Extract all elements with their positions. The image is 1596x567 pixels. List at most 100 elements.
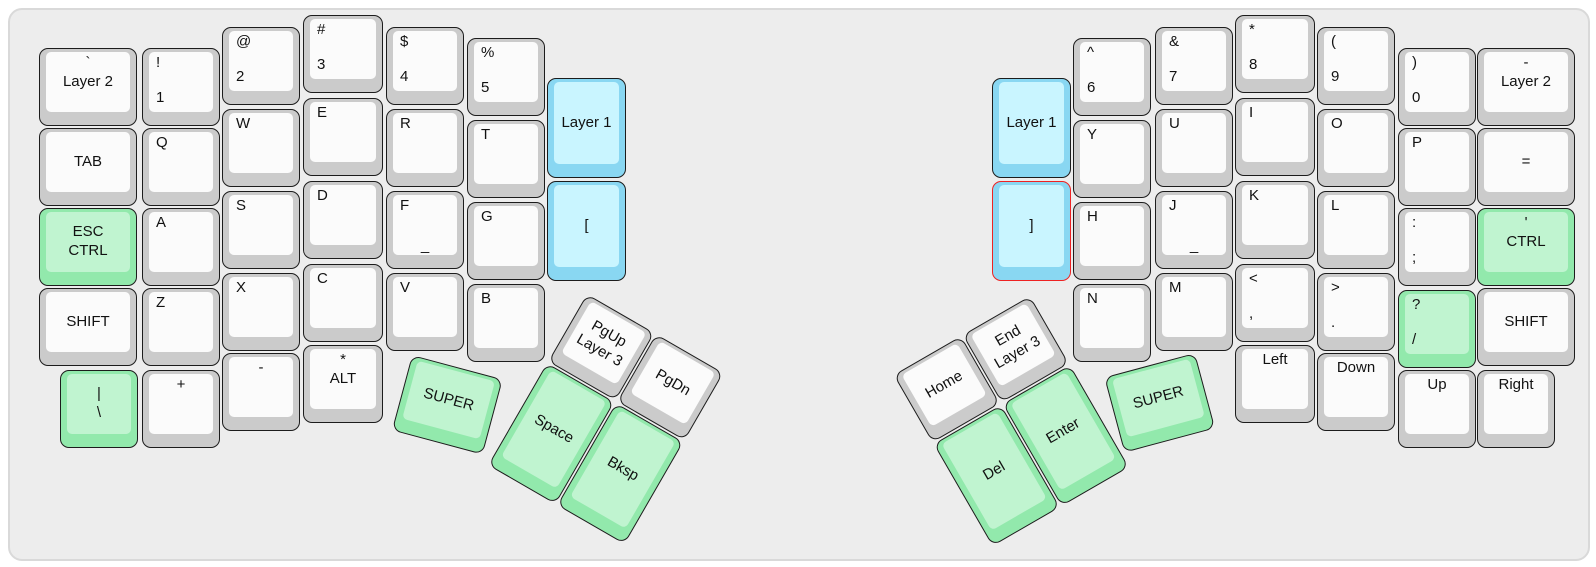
key-j[interactable]: J_ — [1155, 191, 1233, 269]
key-down[interactable]: Down — [1317, 353, 1395, 431]
key-label-slash-bl: / — [1412, 331, 1417, 349]
key-label-6-tl: ^ — [1087, 44, 1095, 61]
key-x[interactable]: X — [222, 273, 300, 351]
key-esc-ctrl[interactable]: ESC CTRL — [39, 208, 137, 286]
key-r[interactable]: R — [386, 109, 464, 187]
key-period[interactable]: >. — [1317, 273, 1395, 351]
keycap-q: Q — [149, 132, 213, 192]
key-d[interactable]: D — [303, 181, 383, 259]
key-tab[interactable]: TAB — [39, 128, 137, 206]
key-semicolon[interactable]: :; — [1398, 208, 1476, 286]
key-right[interactable]: Right — [1477, 370, 1555, 448]
keycap-semicolon: :; — [1405, 212, 1469, 272]
keycap-j: J_ — [1162, 195, 1226, 255]
key-label-w-tl: W — [236, 115, 251, 132]
key-super-right[interactable]: SUPER — [1104, 353, 1216, 453]
key-f[interactable]: F_ — [386, 191, 464, 269]
key-layer1-left[interactable]: Layer 1 — [547, 78, 626, 178]
keycap-minus: - — [229, 357, 293, 417]
key-5[interactable]: %5 — [467, 38, 545, 116]
key-shift-left[interactable]: SHIFT — [39, 288, 137, 366]
key-p[interactable]: P — [1398, 128, 1476, 206]
key-layer1-right[interactable]: Layer 1 — [992, 78, 1071, 178]
key-u[interactable]: U — [1155, 109, 1233, 187]
key-label-3-bl: 3 — [317, 56, 326, 74]
key-i[interactable]: I — [1235, 98, 1315, 176]
key-label-plus-tc: + — [176, 376, 186, 393]
key-g[interactable]: G — [467, 202, 545, 280]
key-label-right-tc: Right — [1498, 376, 1534, 393]
key-right-bracket[interactable]: ] — [992, 181, 1071, 281]
key-y[interactable]: Y — [1073, 120, 1151, 198]
key-4[interactable]: $4 — [386, 27, 464, 105]
key-b[interactable]: B — [467, 284, 545, 362]
key-layer2-right[interactable]: -Layer 2 — [1477, 48, 1575, 126]
key-e[interactable]: E — [303, 98, 383, 176]
key-0[interactable]: )0 — [1398, 48, 1476, 126]
key-7[interactable]: &7 — [1155, 27, 1233, 105]
key-label-f-bc: _ — [420, 237, 430, 255]
key-pipe-backslash[interactable]: | \ — [60, 370, 138, 448]
keycap-d: D — [310, 185, 376, 245]
key-label-z-tl: Z — [156, 294, 166, 311]
keycap-u: U — [1162, 113, 1226, 173]
key-plus[interactable]: + — [142, 370, 220, 448]
key-v[interactable]: V — [386, 273, 464, 351]
key-1[interactable]: !1 — [142, 48, 220, 126]
key-t[interactable]: T — [467, 120, 545, 198]
keycap-right-bracket: ] — [999, 185, 1064, 267]
key-super-left[interactable]: SUPER — [391, 355, 503, 455]
key-label-minus-tc: - — [258, 359, 264, 376]
key-label-layer2-left-tc: ` — [85, 54, 91, 71]
key-quote-ctrl[interactable]: 'CTRL — [1477, 208, 1575, 286]
key-equals[interactable]: = — [1477, 128, 1575, 206]
key-label-0-bl: 0 — [1412, 89, 1421, 107]
key-left-bracket[interactable]: [ — [547, 181, 626, 281]
key-label-x-tl: X — [236, 279, 247, 296]
key-label-j-tl: J — [1169, 197, 1177, 214]
keycap-y: Y — [1080, 124, 1144, 184]
key-8[interactable]: *8 — [1235, 15, 1315, 93]
key-s[interactable]: S — [222, 191, 300, 269]
keycap-left-bracket: [ — [554, 185, 619, 267]
key-label-5-tl: % — [481, 44, 495, 61]
key-label-period-bl: . — [1331, 314, 1336, 332]
key-label-star-alt-tc: * — [340, 351, 346, 368]
keycap-7: &7 — [1162, 31, 1226, 91]
keycap-s: S — [229, 195, 293, 255]
key-left[interactable]: Left — [1235, 345, 1315, 423]
key-minus[interactable]: - — [222, 353, 300, 431]
key-label-0-tl: ) — [1412, 54, 1417, 71]
keycap-layer1-left: Layer 1 — [554, 82, 619, 164]
key-slash[interactable]: ?/ — [1398, 290, 1476, 368]
key-c[interactable]: C — [303, 264, 383, 342]
key-comma[interactable]: <, — [1235, 264, 1315, 342]
key-up[interactable]: Up — [1398, 370, 1476, 448]
keycap-5: %5 — [474, 42, 538, 102]
key-k[interactable]: K — [1235, 181, 1315, 259]
key-a[interactable]: A — [142, 208, 220, 286]
key-n[interactable]: N — [1073, 284, 1151, 362]
key-9[interactable]: (9 — [1317, 27, 1395, 105]
keycap-super-right: SUPER — [1111, 358, 1205, 438]
keycap-tab: TAB — [46, 132, 130, 192]
keycap-layer2-left: `Layer 2 — [46, 52, 130, 112]
key-w[interactable]: W — [222, 109, 300, 187]
key-q[interactable]: Q — [142, 128, 220, 206]
key-3[interactable]: #3 — [303, 15, 383, 93]
key-label-super-left: SUPER — [421, 384, 476, 415]
key-label-equals: = — [1521, 152, 1531, 170]
key-layer2-left[interactable]: `Layer 2 — [39, 48, 137, 126]
key-z[interactable]: Z — [142, 288, 220, 366]
key-shift-right[interactable]: SHIFT — [1477, 288, 1575, 366]
key-m[interactable]: M — [1155, 273, 1233, 351]
key-l[interactable]: L — [1317, 191, 1395, 269]
key-6[interactable]: ^6 — [1073, 38, 1151, 116]
key-h[interactable]: H — [1073, 202, 1151, 280]
key-o[interactable]: O — [1317, 109, 1395, 187]
key-2[interactable]: @2 — [222, 27, 300, 105]
key-star-alt[interactable]: *ALT — [303, 345, 383, 423]
key-label-n-tl: N — [1087, 290, 1098, 307]
keycap-layer2-right: -Layer 2 — [1484, 52, 1568, 112]
key-label-down-tc: Down — [1336, 359, 1376, 376]
